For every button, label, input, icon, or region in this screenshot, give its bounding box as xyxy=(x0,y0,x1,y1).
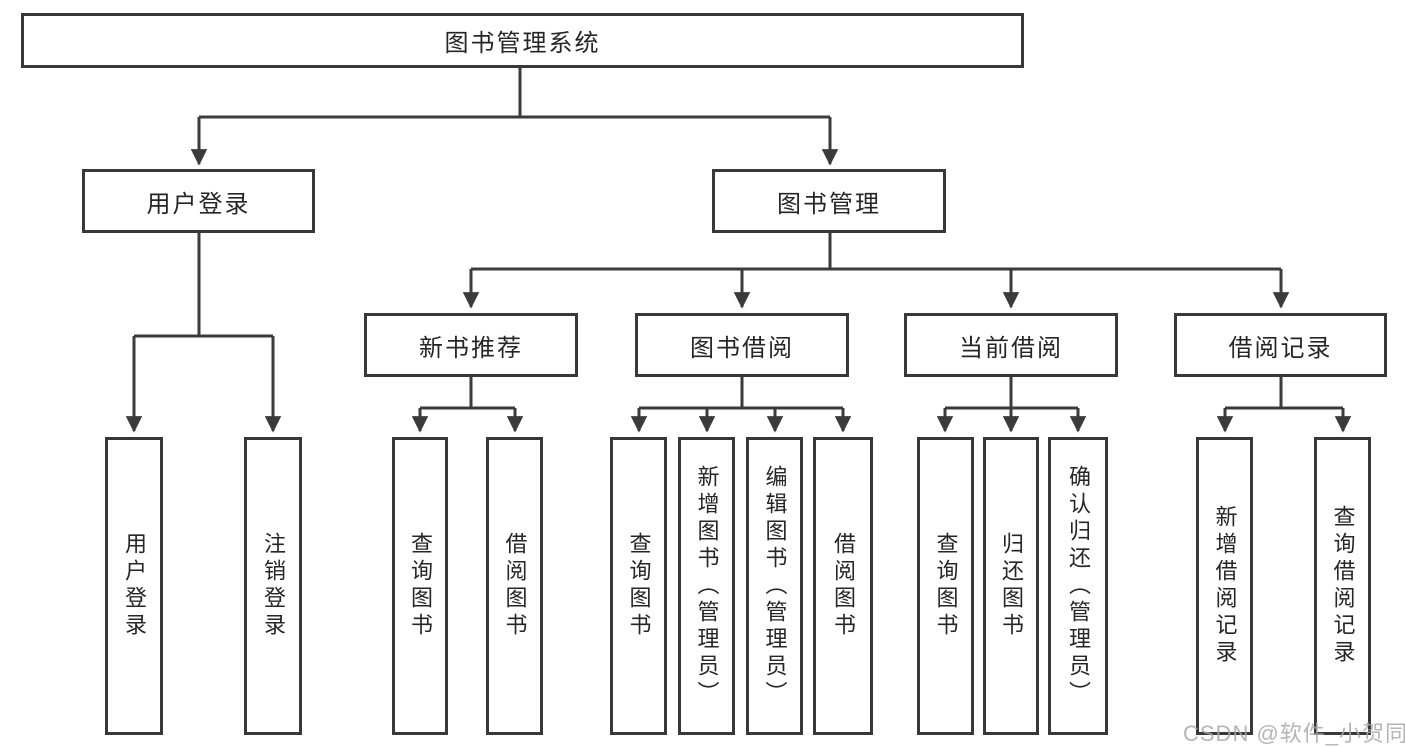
leaf-confirm-return-admin: 确认归还（管理员） xyxy=(1048,437,1108,735)
leaf-borrow-books-recommend: 借阅图书 xyxy=(486,437,543,735)
node-label: 查询借阅记录 xyxy=(1330,505,1356,667)
node-label: 新书推荐 xyxy=(419,334,523,362)
node-label: 确认归还（管理员） xyxy=(1066,464,1091,708)
node-label: 借阅记录 xyxy=(1228,334,1333,362)
node-label: 用户登录 xyxy=(146,190,251,218)
node-label: 新增图书（管理员） xyxy=(694,464,720,708)
leaf-add-borrow-record: 新增借阅记录 xyxy=(1196,437,1253,735)
node-borrowing-records: 借阅记录 xyxy=(1174,313,1387,377)
leaf-edit-books-admin: 编辑图书（管理员） xyxy=(746,437,803,735)
leaf-query-borrow-record: 查询借阅记录 xyxy=(1314,437,1371,735)
leaf-logout: 注销登录 xyxy=(244,437,302,735)
node-label: 查询图书 xyxy=(408,532,433,640)
node-label: 新增借阅记录 xyxy=(1212,505,1238,667)
node-label: 图书借阅 xyxy=(690,334,794,362)
node-label: 借阅图书 xyxy=(502,532,528,640)
node-user-login-branch: 用户登录 xyxy=(82,169,315,233)
node-root-library-system: 图书管理系统 xyxy=(21,13,1024,68)
node-label: 用户登录 xyxy=(122,532,147,640)
node-label: 借阅图书 xyxy=(831,532,856,640)
node-label: 编辑图书（管理员） xyxy=(762,464,788,708)
node-label: 查询图书 xyxy=(626,532,652,640)
node-new-book-recommend: 新书推荐 xyxy=(364,313,578,377)
leaf-add-books-admin: 新增图书（管理员） xyxy=(678,437,735,735)
node-label: 归还图书 xyxy=(999,532,1024,640)
leaf-query-books-borrowing: 查询图书 xyxy=(610,437,667,735)
leaf-query-books-current: 查询图书 xyxy=(917,437,974,735)
node-book-management-branch: 图书管理 xyxy=(712,169,946,233)
node-book-borrowing: 图书借阅 xyxy=(635,313,849,377)
leaf-return-books: 归还图书 xyxy=(983,437,1039,735)
csdn-watermark: CSDN @软件_小贺同学 xyxy=(1183,721,1405,746)
node-label: 图书管理 xyxy=(777,190,881,218)
leaf-user-login: 用户登录 xyxy=(105,437,163,735)
leaf-borrow-books: 借阅图书 xyxy=(813,437,873,735)
node-label: 图书管理系统 xyxy=(444,30,601,57)
leaf-query-books-recommend: 查询图书 xyxy=(392,437,448,735)
node-label: 查询图书 xyxy=(933,532,959,640)
node-label: 当前借阅 xyxy=(959,334,1063,362)
node-label: 注销登录 xyxy=(261,532,286,640)
node-current-borrowing: 当前借阅 xyxy=(904,313,1118,377)
